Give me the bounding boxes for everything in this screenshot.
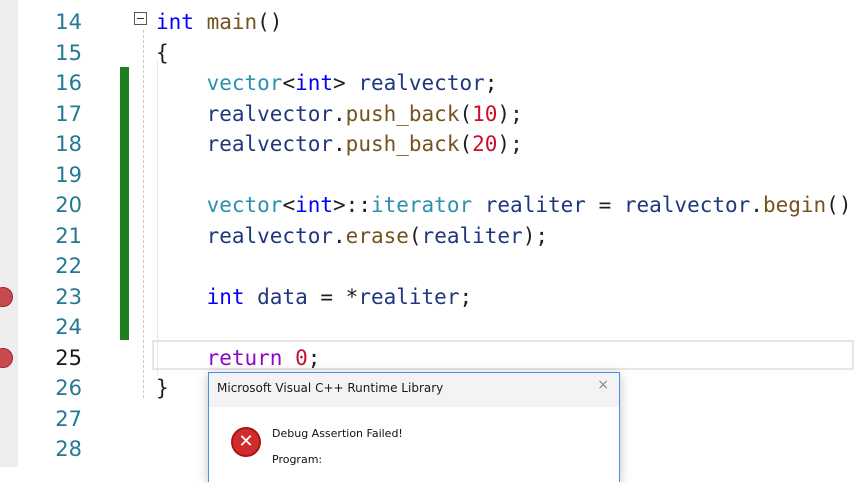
code-token: push_back	[345, 101, 460, 126]
code-token: push_back	[345, 132, 460, 156]
line-number: 20	[55, 193, 82, 217]
line-number: 17	[55, 101, 82, 126]
code-token: iterator	[370, 193, 473, 217]
line-number: 23	[55, 284, 82, 309]
code-token: int	[295, 193, 334, 217]
line-number: 24	[55, 315, 82, 339]
line-number: 21	[55, 223, 82, 248]
current-line-highlight	[152, 340, 854, 370]
code-token: }	[156, 376, 169, 400]
dialog-title: Microsoft Visual C++ Runtime Library	[217, 381, 444, 395]
line-number: 28	[55, 437, 82, 461]
code-line[interactable]: int main()	[156, 7, 282, 37]
code-token: (	[459, 101, 473, 126]
code-token: <	[282, 71, 296, 95]
code-token: 0	[295, 345, 308, 370]
scope-guide-line	[143, 30, 144, 398]
breakpoint-icon[interactable]	[0, 347, 13, 368]
code-token: .	[333, 132, 346, 156]
code-token: vector	[156, 193, 283, 217]
code-token: (	[459, 132, 473, 156]
breakpoint-icon[interactable]	[0, 286, 13, 307]
code-token: realvector	[156, 101, 334, 126]
code-token: 10	[472, 101, 498, 126]
code-line[interactable]: realvector.push_back(20);	[156, 129, 523, 159]
code-token: >::	[333, 193, 371, 217]
dialog-program-label: Program:	[272, 453, 323, 466]
code-token: = *	[307, 284, 359, 309]
indent-guide-line	[157, 60, 158, 375]
code-line[interactable]: realvector.erase(realiter);	[156, 221, 548, 251]
code-token: realvector	[156, 132, 334, 156]
code-token: (	[408, 223, 422, 248]
breakpoint-gutter[interactable]	[0, 0, 18, 467]
code-token: realvector	[156, 223, 334, 248]
code-token: erase	[345, 223, 409, 248]
code-token: realiter	[472, 193, 586, 217]
code-token: );	[497, 132, 523, 156]
collapse-toggle-icon[interactable]	[134, 12, 147, 25]
code-token: begin	[762, 193, 827, 217]
code-token: vector	[156, 71, 283, 95]
code-token: .	[333, 223, 346, 248]
line-number: 26	[55, 376, 82, 400]
code-token: <	[282, 193, 296, 217]
code-token: >	[333, 71, 359, 95]
line-number: 22	[55, 254, 82, 278]
code-token: int	[295, 71, 334, 95]
code-token: main	[193, 10, 258, 34]
line-number: 16	[55, 71, 82, 95]
code-line[interactable]: }	[156, 373, 169, 403]
code-token: .	[333, 101, 346, 126]
code-token: realvector	[623, 193, 751, 217]
code-token: realiter	[421, 223, 523, 248]
line-number: 18	[55, 132, 82, 156]
code-token: );	[497, 101, 523, 126]
code-token: ;	[459, 284, 473, 309]
change-tracking-bar	[120, 67, 129, 340]
line-number: 19	[55, 162, 82, 187]
code-line[interactable]: {	[156, 38, 169, 68]
code-token: =	[585, 193, 624, 217]
code-token	[282, 346, 295, 370]
code-token: ()	[257, 10, 283, 34]
dialog-message: Debug Assertion Failed!	[272, 427, 403, 440]
line-number: 15	[55, 40, 82, 65]
code-token: int	[156, 284, 245, 309]
code-token: ();	[826, 193, 854, 217]
close-icon[interactable]: ×	[597, 377, 609, 393]
code-line[interactable]: vector<int> realvector;	[156, 68, 498, 98]
code-token: .	[750, 193, 763, 217]
code-token: 20	[472, 132, 498, 156]
code-line[interactable]: realvector.push_back(10);	[156, 99, 523, 129]
code-token: realiter	[358, 284, 460, 309]
line-number: 25	[55, 345, 82, 370]
code-token: realvector	[358, 71, 485, 95]
error-icon: ✕	[231, 427, 261, 457]
dialog-body: ✕ Debug Assertion Failed! Program:	[209, 407, 619, 483]
code-token: {	[156, 40, 169, 65]
line-number: 14	[55, 10, 82, 34]
code-token: data	[244, 284, 308, 309]
code-line[interactable]: return 0;	[156, 343, 321, 373]
code-line[interactable]: vector<int>::iterator realiter = realvec…	[156, 190, 854, 220]
code-token: ;	[307, 345, 321, 370]
code-token: int	[156, 10, 194, 34]
runtime-error-dialog[interactable]: Microsoft Visual C++ Runtime Library × ✕…	[208, 372, 620, 483]
code-line[interactable]: int data = *realiter;	[156, 282, 473, 312]
code-token: return	[156, 345, 283, 370]
line-number: 27	[55, 406, 82, 431]
code-token: );	[522, 223, 548, 248]
code-token: ;	[484, 71, 498, 95]
